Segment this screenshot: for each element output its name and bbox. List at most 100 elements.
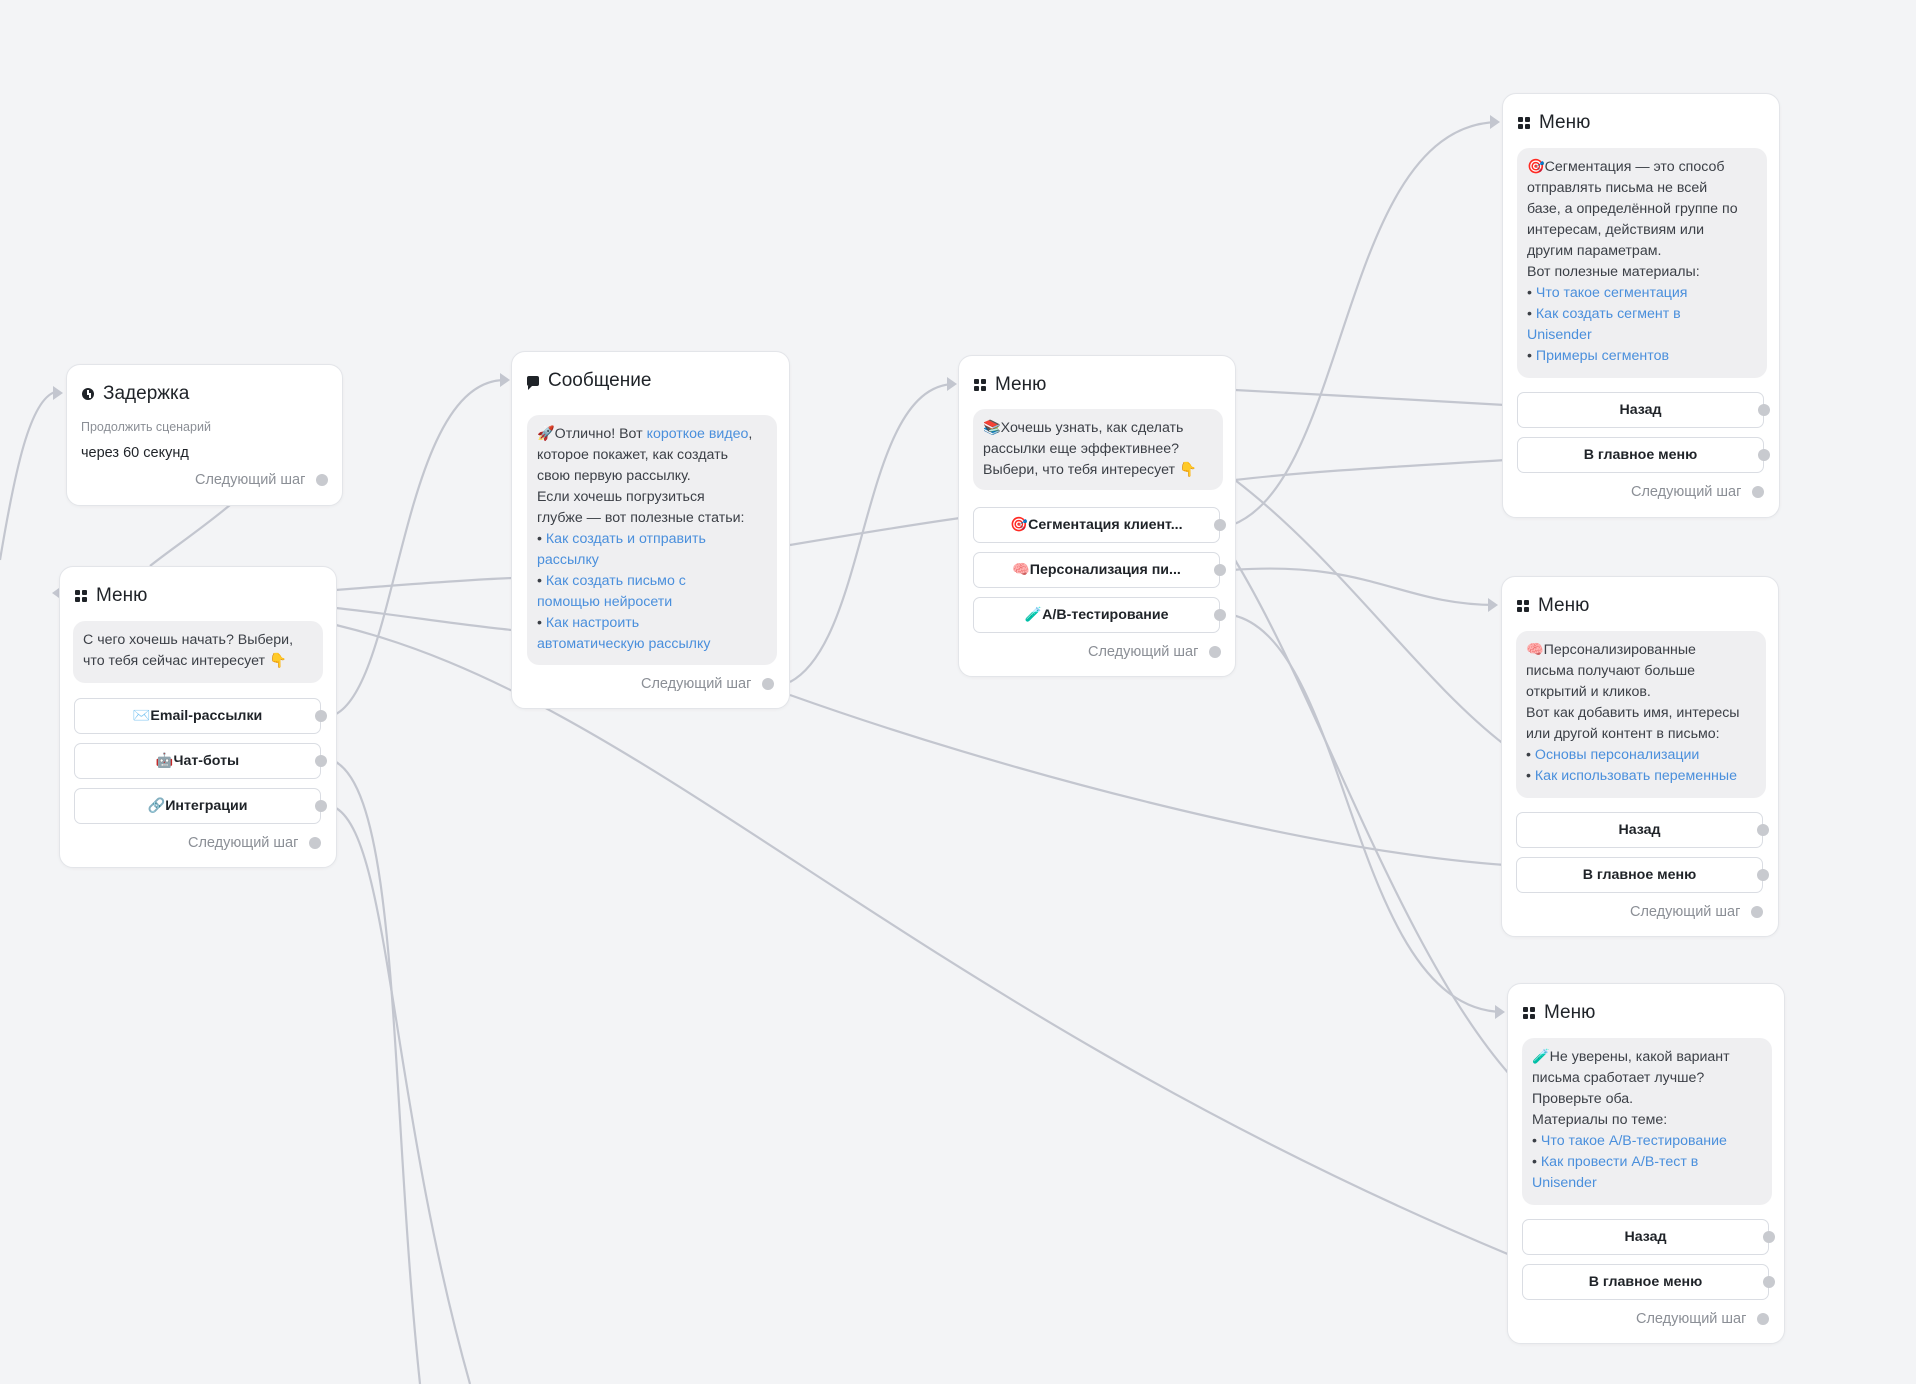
arrow-persmenu-in: [1488, 598, 1498, 612]
article-link-auto[interactable]: Как настроить: [545, 615, 640, 631]
wire-emailmenu-to-abback: [1234, 559, 1511, 1076]
wire-email-to-message: [335, 378, 506, 715]
clock-icon: [82, 388, 94, 400]
segmentation-menu-node[interactable]: Меню 🎯Сегментация — это способ отправлят…: [1502, 93, 1780, 518]
delay-value: через 60 секунд: [81, 445, 189, 461]
delay-node-title: Задержка: [103, 383, 190, 404]
link-use-variables[interactable]: Как использовать переменные: [1534, 768, 1737, 784]
article-link-ai-cont[interactable]: помощью нейросети: [537, 594, 673, 610]
article-list-item: • Примеры сегментов: [1527, 346, 1757, 367]
integrations-button[interactable]: 🔗Интеграции: [74, 788, 321, 824]
back-button[interactable]: Назад: [1522, 1219, 1769, 1255]
main-menu-button[interactable]: В главное меню: [1522, 1264, 1769, 1300]
message-line: открытий и кликов.: [1526, 684, 1651, 700]
menu-grid-icon: [1518, 117, 1530, 129]
back-port[interactable]: [1763, 1231, 1775, 1243]
message-line: интересам, действиям или: [1527, 222, 1705, 238]
wire-chatbots-down: [335, 761, 422, 1384]
article-list-item: • Как создать и отправить: [537, 529, 767, 550]
email-menu-node[interactable]: Меню 📚Хочешь узнать, как сделать рассылк…: [958, 355, 1236, 677]
personalization-message: 🧠Персонализированные письма получают бол…: [1516, 631, 1766, 798]
back-button[interactable]: Назад: [1516, 812, 1763, 848]
message-text-comma: ,: [748, 426, 753, 442]
next-step-port[interactable]: [1752, 486, 1764, 498]
main-menu-port[interactable]: [1757, 869, 1769, 881]
segmentation-button[interactable]: 🎯Сегментация клиент...: [973, 507, 1220, 543]
article-list-item: • Как провести A/B-тест в: [1532, 1152, 1762, 1173]
message-line: Выбери, что тебя интересует 👇: [983, 462, 1197, 478]
message-line: письма сработает лучше?: [1532, 1070, 1705, 1086]
article-link-send[interactable]: Как создать и отправить: [545, 531, 706, 547]
next-step-port[interactable]: [1757, 1313, 1769, 1325]
personalization-menu-node[interactable]: Меню 🧠Персонализированные письма получаю…: [1501, 576, 1779, 937]
message-line: другим параметрам.: [1527, 243, 1662, 259]
chat-icon: [527, 376, 539, 390]
message-line: отправлять письма не всей: [1527, 180, 1708, 196]
next-step-port[interactable]: [316, 474, 328, 486]
bullet: •: [1527, 348, 1532, 364]
next-step-label: Следующий шаг: [641, 676, 752, 692]
message-node-title: Сообщение: [548, 370, 652, 391]
delay-node-header: Задержка: [67, 365, 342, 405]
link-run-ab-test[interactable]: Как провести A/B-тест в: [1540, 1154, 1699, 1170]
link-what-is-ab[interactable]: Что такое A/B-тестирование: [1540, 1133, 1727, 1149]
chatbots-button[interactable]: 🤖Чат-боты: [74, 743, 321, 779]
message-line: базе, а определённой группе по: [1527, 201, 1738, 217]
delay-node[interactable]: Задержка Продолжить сценарий через 60 се…: [66, 364, 343, 506]
main-menu-node[interactable]: Меню С чего хочешь начать? Выбери, что т…: [59, 566, 337, 868]
message-line: письма получают больше: [1526, 663, 1696, 679]
next-step-port[interactable]: [1751, 906, 1763, 918]
ab-testing-message: 🧪Не уверены, какой вариант письма сработ…: [1522, 1038, 1772, 1205]
integrations-port[interactable]: [315, 800, 327, 812]
article-link-send-cont[interactable]: рассылку: [537, 552, 599, 568]
wire-menu-to-message-1: [335, 576, 513, 592]
next-step-port[interactable]: [1209, 646, 1221, 658]
next-step-label: Следующий шаг: [195, 472, 306, 488]
next-step-label: Следующий шаг: [1636, 1311, 1747, 1327]
wire-message-to-pers-main: [789, 693, 1506, 867]
wire-in-delay: [0, 390, 56, 561]
arrow-emailmenu-in: [947, 377, 957, 391]
main-menu-port[interactable]: [1763, 1276, 1775, 1288]
wire-pers-to-persmenu: [1231, 567, 1497, 607]
personalization-button[interactable]: 🧠Персонализация пи...: [973, 552, 1220, 588]
link-segment-examples[interactable]: Примеры сегментов: [1535, 348, 1670, 364]
back-button[interactable]: Назад: [1517, 392, 1764, 428]
menu-grid-icon: [1523, 1007, 1535, 1019]
segmentation-message: 🎯Сегментация — это способ отправлять пис…: [1517, 148, 1767, 378]
link-run-ab-test-cont[interactable]: Unisender: [1532, 1175, 1597, 1191]
ab-testing-menu-node[interactable]: Меню 🧪Не уверены, какой вариант письма с…: [1507, 983, 1785, 1344]
main-menu-button[interactable]: В главное меню: [1517, 437, 1764, 473]
link-create-segment-cont[interactable]: Unisender: [1527, 327, 1592, 343]
next-step-port[interactable]: [762, 678, 774, 690]
link-what-is-segmentation[interactable]: Что такое сегментация: [1535, 285, 1688, 301]
email-newsletters-button[interactable]: ✉️Email-рассылки: [74, 698, 321, 734]
main-menu-header: Меню: [60, 567, 336, 607]
personalization-port[interactable]: [1214, 564, 1226, 576]
main-menu-button[interactable]: В главное меню: [1516, 857, 1763, 893]
link-create-segment[interactable]: Как создать сегмент в: [1535, 306, 1681, 322]
link-personalization-basics[interactable]: Основы персонализации: [1534, 747, 1700, 763]
bullet: •: [537, 573, 542, 589]
back-port[interactable]: [1757, 824, 1769, 836]
next-step-port[interactable]: [309, 837, 321, 849]
ab-testing-port[interactable]: [1214, 609, 1226, 621]
article-link-ai[interactable]: Как создать письмо с: [545, 573, 686, 589]
segmentation-port[interactable]: [1214, 519, 1226, 531]
message-node[interactable]: Сообщение 🚀Отлично! Вот короткое видео, …: [511, 351, 790, 709]
video-link[interactable]: короткое видео: [646, 426, 749, 442]
main-menu-port[interactable]: [1758, 449, 1770, 461]
bullet: •: [1526, 747, 1531, 763]
bullet: •: [1532, 1154, 1537, 1170]
bullet: •: [1526, 768, 1531, 784]
arrow-delay-in: [53, 386, 63, 400]
message-line: которое покажет, как создать: [537, 447, 728, 463]
next-step-label: Следующий шаг: [188, 835, 299, 851]
chatbots-port[interactable]: [315, 755, 327, 767]
email-newsletters-port[interactable]: [315, 710, 327, 722]
article-link-auto-cont[interactable]: автоматическую рассылку: [537, 636, 711, 652]
arrow-segmenu-in: [1490, 115, 1500, 129]
ab-testing-button[interactable]: 🧪A/B-тестирование: [973, 597, 1220, 633]
back-port[interactable]: [1758, 404, 1770, 416]
bullet: •: [537, 615, 542, 631]
